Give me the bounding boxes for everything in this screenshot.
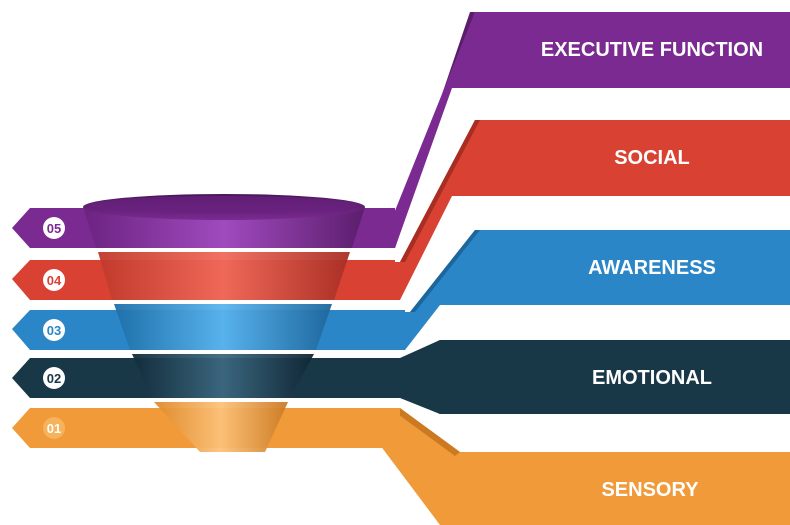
level-04-ribbon (380, 120, 790, 300)
level-03-number: 03 (47, 323, 61, 338)
level-02-banner: EMOTIONAL (380, 340, 790, 414)
level-02-label: EMOTIONAL (592, 367, 712, 389)
level-03-ribbon (380, 230, 790, 350)
level-04-banner: SOCIAL (380, 120, 790, 300)
funnel-segment-01 (154, 402, 288, 452)
level-05-label: EXECUTIVE FUNCTION (541, 39, 763, 61)
level-01-connector-shade (395, 408, 460, 456)
level-03-connector-shade (410, 230, 480, 312)
level-01-ribbon (380, 408, 790, 525)
level-04-number: 04 (47, 273, 62, 288)
level-02-number-badge (43, 367, 65, 389)
level-01-number: 01 (47, 421, 61, 436)
level-03-banner: AWARENESS (380, 230, 790, 350)
level-02-number: 02 (47, 371, 61, 386)
level-05-number: 05 (47, 221, 61, 236)
funnel-cone (83, 194, 365, 452)
funnel-segment-04 (98, 252, 350, 300)
level-04-label: SOCIAL (614, 147, 690, 169)
level-05-banner: EXECUTIVE FUNCTION (380, 12, 790, 248)
funnel-segment-02 (132, 354, 314, 398)
level-01-banner: SENSORY (380, 408, 790, 525)
level-02-ribbon (380, 340, 790, 414)
level-04-number-badge (43, 269, 65, 291)
funnel-rim-highlight (90, 196, 358, 214)
level-01-number-badge (43, 417, 65, 439)
funnel-segment-03 (114, 304, 332, 350)
level-04-connector-shade (400, 120, 480, 262)
level-05-label-box (475, 12, 790, 88)
level-03-number-badge (43, 319, 65, 341)
level-03-label: AWARENESS (588, 257, 716, 279)
level-01-label: SENSORY (601, 479, 699, 501)
level-05-number-badge (43, 217, 65, 239)
